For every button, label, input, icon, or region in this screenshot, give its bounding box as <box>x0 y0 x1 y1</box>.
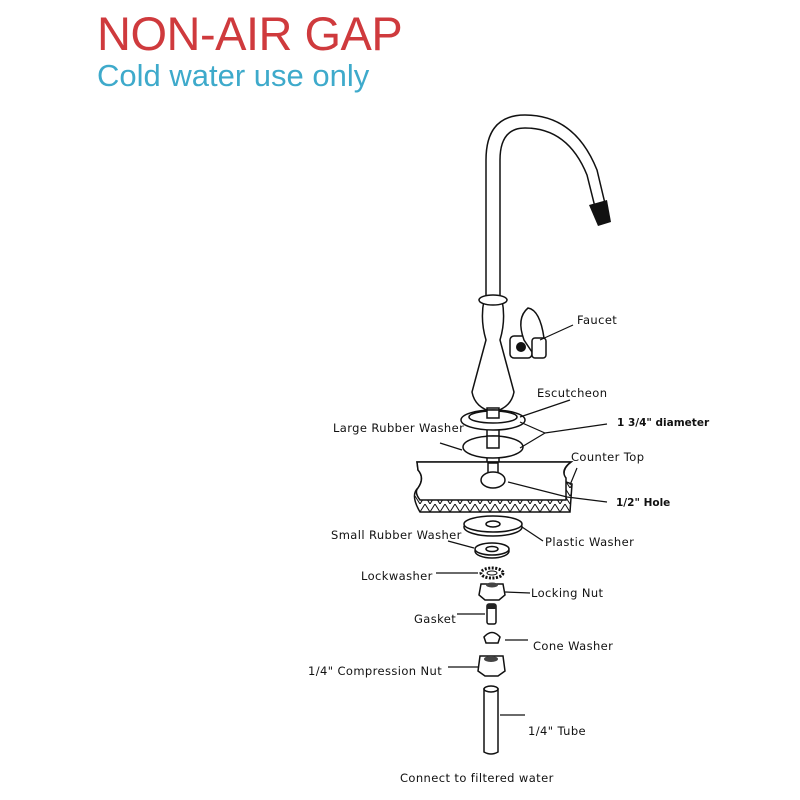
page-title: NON-AIR GAP <box>97 7 403 60</box>
label-escutcheon: Escutcheon <box>537 386 607 400</box>
faucet-spout <box>485 114 611 301</box>
small-rubber-washer <box>474 542 510 559</box>
label-hole: 1/2" Hole <box>616 497 670 509</box>
label-compression-nut: 1/4" Compression Nut <box>308 664 442 678</box>
stem-segment <box>486 435 500 449</box>
label-lockwasher: Lockwasher <box>361 569 433 583</box>
label-gasket: Gasket <box>414 612 456 626</box>
label-plastic-washer: Plastic Washer <box>545 535 634 549</box>
compression-nut <box>477 655 506 677</box>
tube <box>483 685 499 755</box>
locking-nut <box>478 582 506 601</box>
page-subtitle: Cold water use only <box>97 58 370 93</box>
label-small-rubber-washer: Small Rubber Washer <box>331 528 462 542</box>
label-diameter: 1 3/4" diameter <box>617 417 710 429</box>
cone-washer <box>483 631 501 644</box>
faucet-body <box>471 294 547 413</box>
counter-top <box>413 461 574 513</box>
lockwasher <box>479 566 505 580</box>
label-counter-top: Counter Top <box>571 450 644 464</box>
gasket <box>486 603 497 625</box>
label-large-rubber-washer: Large Rubber Washer <box>333 421 464 435</box>
leader-lines <box>436 324 608 716</box>
label-cone-washer: Cone Washer <box>533 639 613 653</box>
label-connect-filtered-water: Connect to filtered water <box>400 771 554 785</box>
escutcheon <box>460 409 526 431</box>
label-tube: 1/4" Tube <box>528 724 586 738</box>
label-faucet: Faucet <box>577 313 617 327</box>
plastic-washer <box>463 515 523 537</box>
label-locking-nut: Locking Nut <box>531 586 604 600</box>
